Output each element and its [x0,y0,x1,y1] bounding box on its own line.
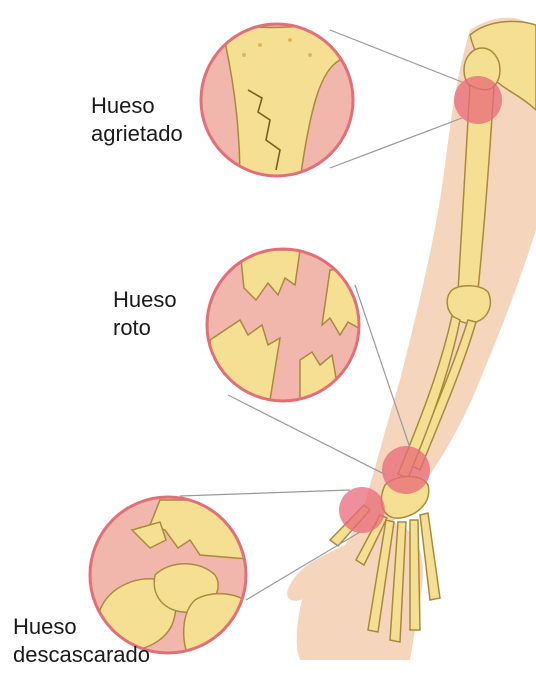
broken-bone-label-line1: Hueso [113,286,177,314]
broken-bone-magnifier [207,249,362,401]
cracked-bone-magnifier [201,20,353,180]
shoulder-spot [454,76,502,124]
hand-spot [339,487,385,533]
finger-5 [410,520,420,630]
chipped-bone-label: Hueso descascarado [13,613,150,669]
broken-bone-label-line2: roto [113,314,177,342]
wrist-spot [382,446,430,494]
chipped-bone-label-line2: descascarado [13,641,150,669]
cracked-bone-label: Hueso agrietado [91,92,183,148]
cracked-bone-label-line2: agrietado [91,120,183,148]
cracked-bone-label-line1: Hueso [91,92,183,120]
broken-bone-label: Hueso roto [113,286,177,342]
finger-6 [420,513,440,600]
chipped-bone-label-line1: Hueso [13,613,150,641]
